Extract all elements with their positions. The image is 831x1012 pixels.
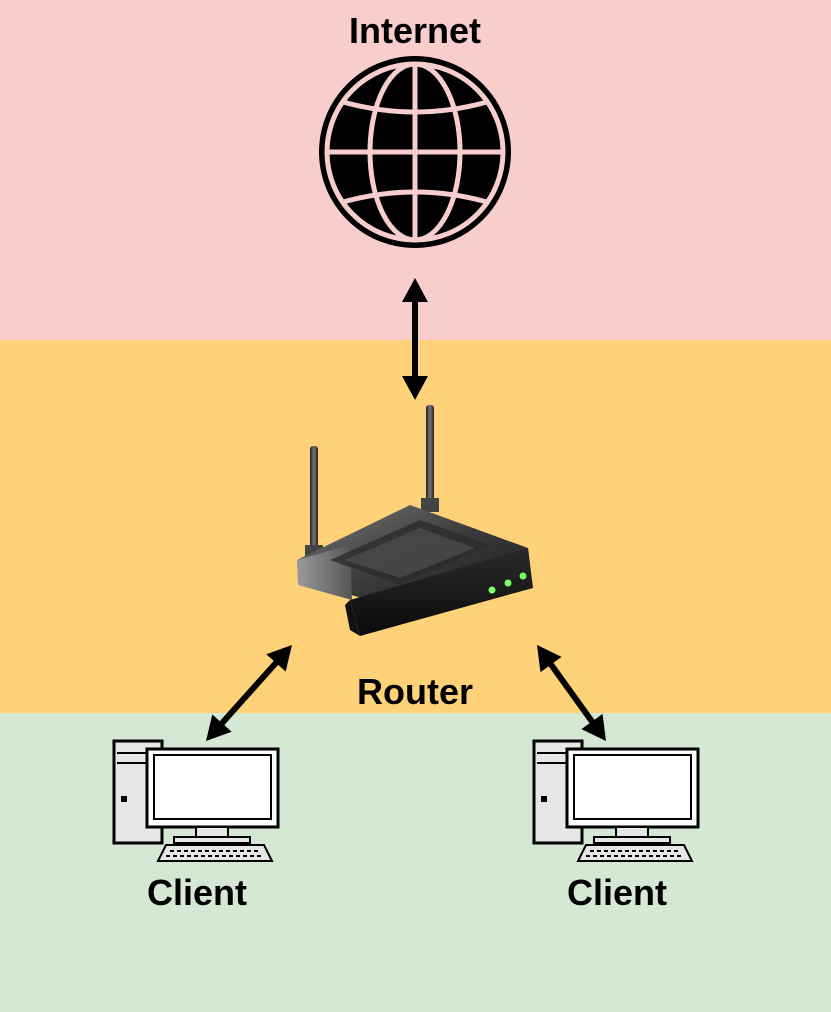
- bidirectional-arrow-internet-router: [402, 278, 428, 400]
- router-led-icon: [504, 579, 512, 587]
- router-label: Router: [357, 671, 473, 712]
- arrowhead-icon: [581, 713, 606, 741]
- globe-icon: [319, 56, 511, 248]
- arrowhead-icon: [266, 645, 292, 672]
- wireless-router-icon: [297, 405, 533, 636]
- client-label: Client: [146, 872, 247, 913]
- arrowhead-icon: [402, 278, 428, 302]
- desktop-computer-icon: [112, 739, 280, 862]
- router-led-icon: [488, 586, 496, 594]
- desktop-computer-icon: [532, 739, 700, 862]
- internet-label: Internet: [348, 10, 481, 51]
- router-led-icon: [519, 572, 527, 580]
- arrowhead-icon: [402, 376, 428, 400]
- arrowhead-icon: [206, 714, 232, 741]
- arrowhead-icon: [537, 645, 562, 673]
- bidirectional-arrow-router-client_left: [206, 645, 292, 741]
- bidirectional-arrow-router-client_right: [537, 645, 606, 741]
- client-label: Client: [566, 872, 667, 913]
